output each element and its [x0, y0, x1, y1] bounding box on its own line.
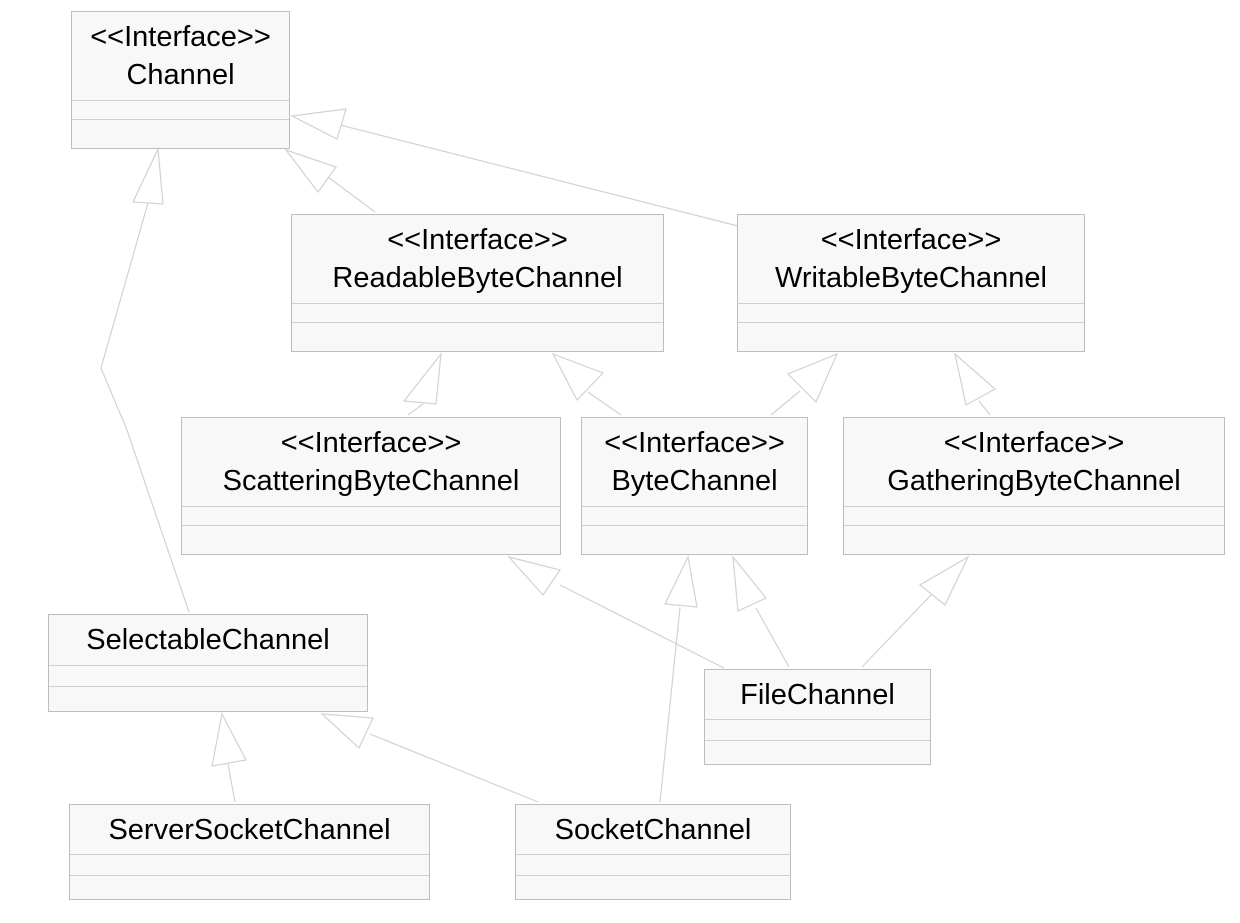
operations-compartment — [844, 526, 1224, 554]
stereotype-label: <<Interface>> — [387, 224, 568, 256]
stereotype-label: <<Interface>> — [604, 427, 785, 459]
class-name: ByteChannel — [611, 465, 778, 497]
realization-bytechannel-to-readable — [551, 352, 622, 416]
class-writable-byte-channel[interactable]: <<Interface>> WritableByteChannel — [737, 214, 1085, 352]
class-name: FileChannel — [740, 678, 895, 711]
realization-filechannel-to-scattering — [507, 555, 725, 669]
stereotype-label: <<Interface>> — [280, 427, 462, 459]
operations-compartment — [516, 876, 790, 899]
realization-serversocket-to-selectable — [211, 712, 247, 803]
operations-compartment — [292, 323, 663, 351]
class-name: SocketChannel — [554, 813, 752, 846]
attributes-compartment — [70, 855, 429, 876]
attributes-compartment — [705, 720, 930, 741]
attributes-compartment — [49, 666, 367, 687]
realization-selectable-to-channel — [100, 146, 190, 613]
realization-filechannel-to-gathering — [861, 555, 970, 668]
class-name: Channel — [126, 59, 235, 91]
class-socket-channel[interactable]: SocketChannel — [515, 804, 791, 900]
class-name-compartment: <<Interface>> Channel — [72, 12, 289, 101]
attributes-compartment — [582, 507, 807, 526]
realization-readable-to-channel — [284, 148, 376, 213]
attributes-compartment — [516, 855, 790, 876]
class-name: ReadableByteChannel — [332, 262, 623, 294]
class-name-compartment: <<Interface>> GatheringByteChannel — [844, 418, 1224, 507]
operations-compartment — [705, 741, 930, 764]
operations-compartment — [70, 876, 429, 899]
attributes-compartment — [72, 101, 289, 120]
operations-compartment — [72, 120, 289, 148]
operations-compartment — [738, 323, 1084, 351]
class-name: SelectableChannel — [86, 624, 330, 656]
class-name-compartment: SocketChannel — [516, 805, 790, 855]
class-name-compartment: FileChannel — [705, 670, 930, 720]
class-name-compartment: <<Interface>> ScatteringByteChannel — [182, 418, 560, 507]
class-scattering-byte-channel[interactable]: <<Interface>> ScatteringByteChannel — [181, 417, 561, 555]
attributes-compartment — [292, 304, 663, 323]
realization-socketchannel-to-selectable — [320, 713, 539, 803]
class-name-compartment: ServerSocketChannel — [70, 805, 429, 855]
attributes-compartment — [182, 507, 560, 526]
class-name: ScatteringByteChannel — [222, 465, 520, 497]
realization-bytechannel-to-writable — [770, 352, 839, 416]
stereotype-label: <<Interface>> — [943, 427, 1125, 459]
realization-writable-to-channel — [290, 108, 739, 227]
class-gathering-byte-channel[interactable]: <<Interface>> GatheringByteChannel — [843, 417, 1225, 555]
attributes-compartment — [738, 304, 1084, 323]
class-server-socket-channel[interactable]: ServerSocketChannel — [69, 804, 430, 900]
attributes-compartment — [844, 507, 1224, 526]
operations-compartment — [182, 526, 560, 554]
class-name-compartment: SelectableChannel — [49, 615, 367, 666]
operations-compartment — [582, 526, 807, 554]
class-name-compartment: <<Interface>> WritableByteChannel — [738, 215, 1084, 304]
realization-scattering-to-readable — [402, 352, 442, 416]
class-file-channel[interactable]: FileChannel — [704, 669, 931, 765]
class-name: WritableByteChannel — [775, 262, 1047, 294]
class-channel[interactable]: <<Interface>> Channel — [71, 11, 290, 149]
class-readable-byte-channel[interactable]: <<Interface>> ReadableByteChannel — [291, 214, 664, 352]
class-name-compartment: <<Interface>> ReadableByteChannel — [292, 215, 663, 304]
stereotype-label: <<Interface>> — [820, 224, 1002, 256]
class-name-compartment: <<Interface>> ByteChannel — [582, 418, 807, 507]
realization-gathering-to-writable — [954, 352, 997, 416]
stereotype-label: <<Interface>> — [90, 21, 271, 53]
realization-filechannel-to-bytechannel — [732, 555, 790, 668]
class-selectable-channel[interactable]: SelectableChannel — [48, 614, 368, 712]
class-name: GatheringByteChannel — [887, 465, 1181, 497]
realization-socketchannel-to-bytechannel — [659, 555, 698, 803]
class-byte-channel[interactable]: <<Interface>> ByteChannel — [581, 417, 808, 555]
operations-compartment — [49, 687, 367, 711]
class-name: ServerSocketChannel — [108, 813, 391, 846]
